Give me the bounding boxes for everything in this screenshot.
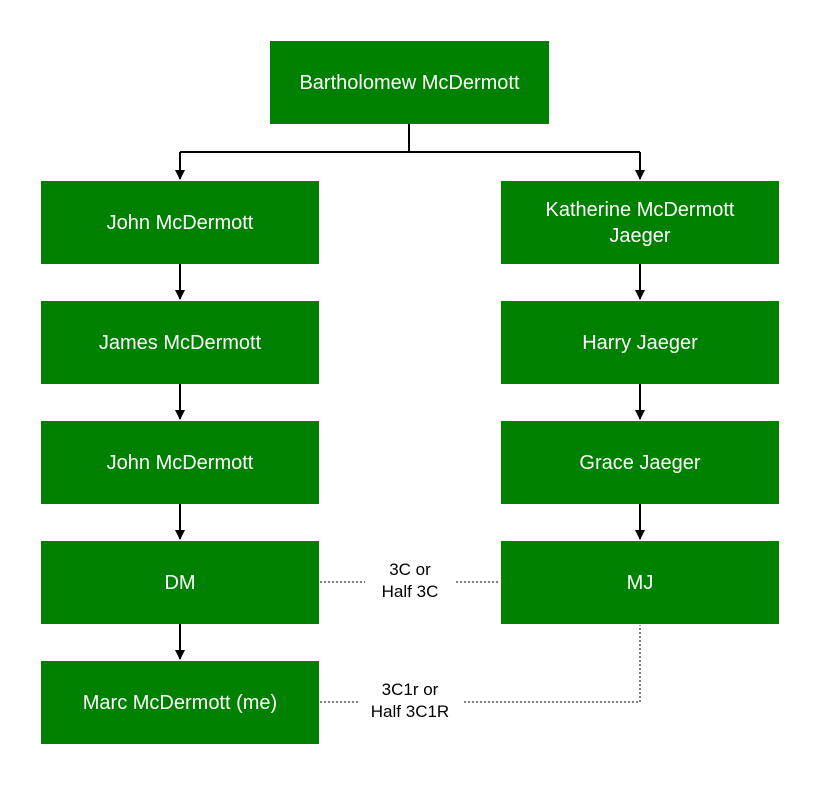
node-label: MJ (626, 571, 654, 594)
dotted-marc-mj-connector (320, 625, 641, 703)
node-label: John McDermott (106, 211, 254, 234)
node-label-line-2: Jaeger (609, 224, 671, 247)
relationship-label-line-2: Half 3C1R (370, 702, 450, 721)
node-john-mcdermott-2: John McDermott (41, 421, 319, 504)
node-bartholomew-mcdermott: Bartholomew McDermott (270, 41, 549, 124)
relationship-label-dm-mj: 3C or Half 3C (365, 555, 455, 607)
node-john-mcdermott-1: John McDermott (41, 181, 319, 264)
node-mj: MJ (501, 541, 779, 624)
relationship-label-line-2: Half 3C (381, 582, 439, 601)
node-label: James McDermott (98, 331, 262, 354)
node-label: John McDermott (106, 451, 254, 474)
node-harry-jaeger: Harry Jaeger (501, 301, 779, 384)
node-marc-mcdermott: Marc McDermott (me) (41, 661, 319, 744)
relationship-label-line-1: 3C or (389, 560, 431, 579)
node-dm: DM (41, 541, 319, 624)
node-james-mcdermott: James McDermott (41, 301, 319, 384)
node-label: DM (164, 571, 196, 594)
node-katherine-mcdermott-jaeger: Katherine McDermott Jaeger (501, 181, 779, 264)
relationship-label-marc-mj: 3C1r or Half 3C1R (358, 675, 462, 727)
node-label: Marc McDermott (me) (82, 691, 278, 714)
node-label-line-1: Katherine McDermott (545, 198, 735, 221)
node-label: Harry Jaeger (582, 331, 698, 354)
node-grace-jaeger: Grace Jaeger (501, 421, 779, 504)
node-label: Grace Jaeger (579, 451, 701, 474)
node-label: Bartholomew McDermott (299, 71, 520, 94)
relationship-label-line-1: 3C1r or (381, 680, 439, 699)
